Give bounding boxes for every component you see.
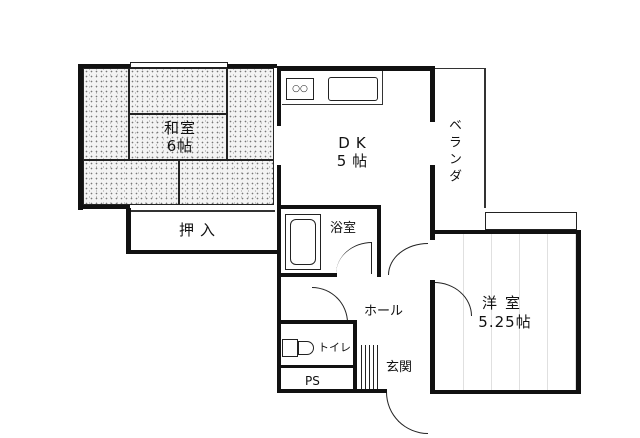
hall-door[interactable] <box>312 287 348 323</box>
youshitsu-name: 洋室 <box>481 294 528 312</box>
dk-name: DK <box>338 134 372 152</box>
tatami-mat <box>227 68 274 160</box>
bath-name: 浴室 <box>330 221 357 236</box>
youshitsu-size: 5.25帖 <box>478 313 532 331</box>
toilet-icon <box>282 339 298 357</box>
tatami-mat <box>129 68 227 114</box>
stove-icon: ○○ <box>286 78 314 100</box>
ps-label: PS <box>305 374 320 388</box>
step <box>358 345 378 389</box>
dk-size: 5帖 <box>336 152 374 170</box>
toilet-name: トイレ <box>318 341 351 354</box>
washitsu-name: 和室 <box>163 119 196 137</box>
hall-name: ホール <box>364 304 404 319</box>
veranda-name: ベランダ <box>446 118 461 186</box>
tatami-mat <box>83 68 129 160</box>
tatami-mat <box>129 114 227 160</box>
sink-icon <box>328 77 378 101</box>
genkan-name: 玄関 <box>386 360 413 375</box>
bath-door[interactable] <box>336 242 372 274</box>
toilet-bowl <box>298 341 314 355</box>
window <box>485 212 577 230</box>
washitsu-size: 6帖 <box>166 137 194 155</box>
tatami-mat <box>83 160 179 205</box>
window <box>130 62 228 68</box>
tatami-mat <box>179 160 274 205</box>
bathtub-icon <box>285 214 321 270</box>
dk-door[interactable] <box>388 243 428 275</box>
entrance-door[interactable] <box>386 392 428 434</box>
bathtub-inner <box>290 219 316 265</box>
oshiire-name: 押入 <box>178 221 221 239</box>
